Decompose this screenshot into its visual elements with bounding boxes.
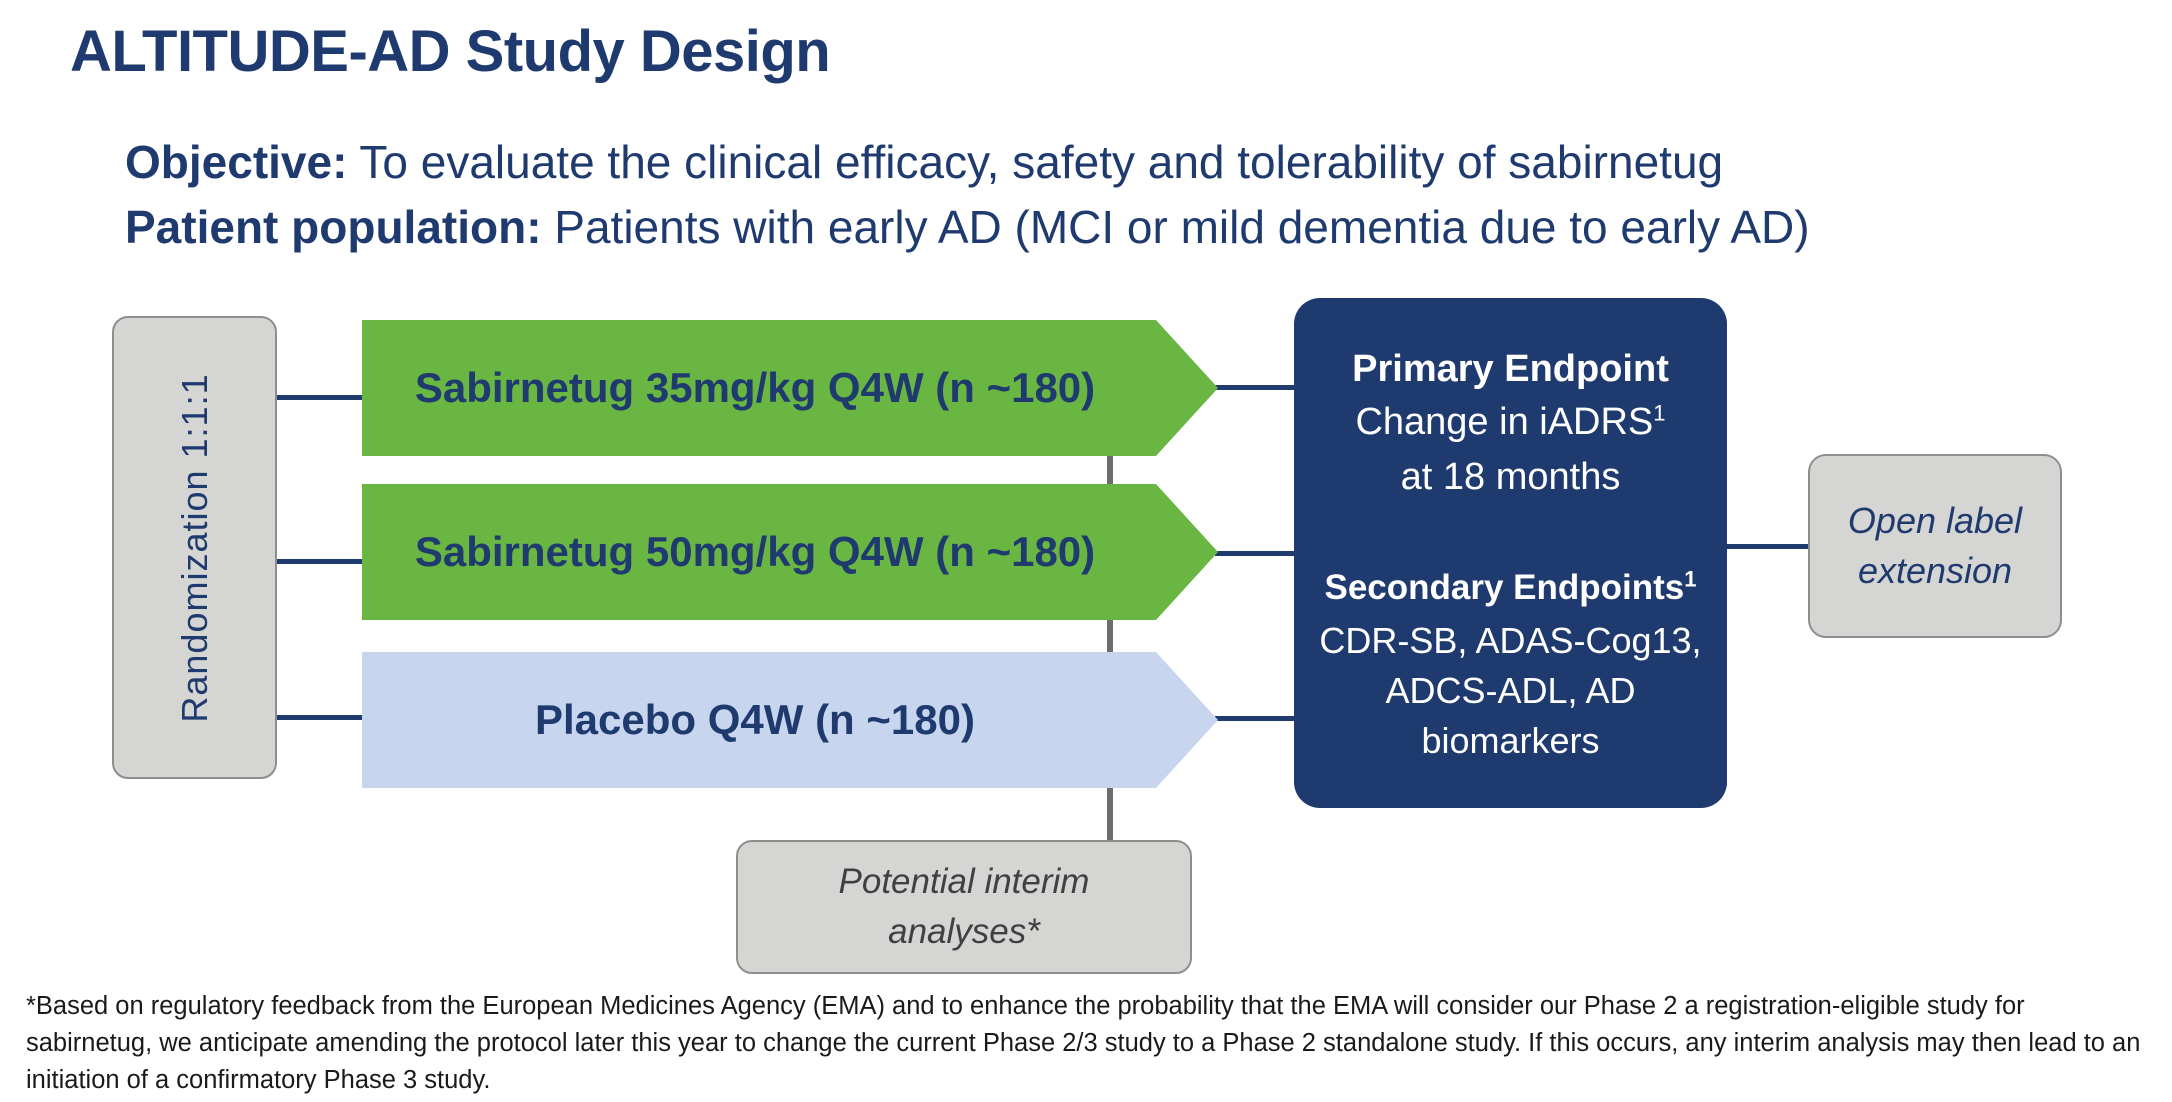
population-label: Patient population: <box>125 201 542 253</box>
arm-placebo: Placebo Q4W (n ~180) <box>362 652 1218 788</box>
secondary-endpoints-title-text: Secondary Endpoints <box>1324 568 1685 607</box>
connector-rand-arm1 <box>277 395 363 400</box>
objective-line: Objective: To evaluate the clinical effi… <box>125 135 1723 189</box>
objective-label: Objective: <box>125 136 348 188</box>
open-label-line: Open label <box>1847 500 2023 541</box>
randomization-label: Randomization 1:1:1 <box>173 372 215 723</box>
arm-sabirnetug-50: Sabirnetug 50mg/kg Q4W (n ~180) <box>362 484 1218 620</box>
objective-text: To evaluate the clinical efficacy, safet… <box>347 136 1724 188</box>
connector-rand-arm2 <box>277 559 363 564</box>
interim-line: analyses* <box>888 912 1040 951</box>
interim-line: Potential interim <box>838 862 1090 901</box>
endpoints-box: Primary Endpoint Change in iADRS1 at 18 … <box>1294 298 1727 808</box>
open-label-extension-box: Open label extension <box>1808 454 2062 638</box>
secondary-endpoints-line: biomarkers <box>1421 720 1600 761</box>
primary-endpoint-text: Change in iADRS <box>1355 401 1654 443</box>
arm-sabirnetug-35: Sabirnetug 35mg/kg Q4W (n ~180) <box>362 320 1218 456</box>
secondary-endpoints-line: CDR-SB, ADAS-Cog13, <box>1319 620 1702 661</box>
primary-endpoint-line: Change in iADRS1 <box>1294 401 1727 444</box>
connector-arm3-endpoint <box>1215 716 1295 721</box>
population-line: Patient population: Patients with early … <box>125 200 1810 254</box>
footnote: *Based on regulatory feedback from the E… <box>26 992 2141 1094</box>
interim-connector-line <box>1107 455 1113 842</box>
primary-endpoint-timing: at 18 months <box>1400 456 1621 498</box>
interim-analyses-box: Potential interim analyses* <box>736 840 1192 974</box>
connector-endpoint-ole <box>1727 544 1809 549</box>
arm-label: Sabirnetug 35mg/kg Q4W (n ~180) <box>414 364 1096 411</box>
arm-label: Sabirnetug 50mg/kg Q4W (n ~180) <box>414 528 1096 575</box>
randomization-box: Randomization 1:1:1 <box>112 316 277 779</box>
secondary-endpoints-title: Secondary Endpoints1 <box>1294 568 1727 608</box>
connector-rand-arm3 <box>277 715 363 720</box>
secondary-endpoints-line: ADCS-ADL, AD <box>1385 670 1636 711</box>
arm-label: Placebo Q4W (n ~180) <box>535 696 975 743</box>
slide-title: ALTITUDE-AD Study Design <box>70 19 831 84</box>
footnote-marker: 1 <box>1653 400 1666 426</box>
connector-arm2-endpoint <box>1215 551 1295 556</box>
primary-endpoint-title: Primary Endpoint <box>1352 348 1669 390</box>
footnote-marker: 1 <box>1684 566 1697 592</box>
population-text: Patients with early AD (MCI or mild deme… <box>541 201 1810 253</box>
open-label-line: extension <box>1857 550 2013 591</box>
connector-arm1-endpoint <box>1215 385 1295 390</box>
